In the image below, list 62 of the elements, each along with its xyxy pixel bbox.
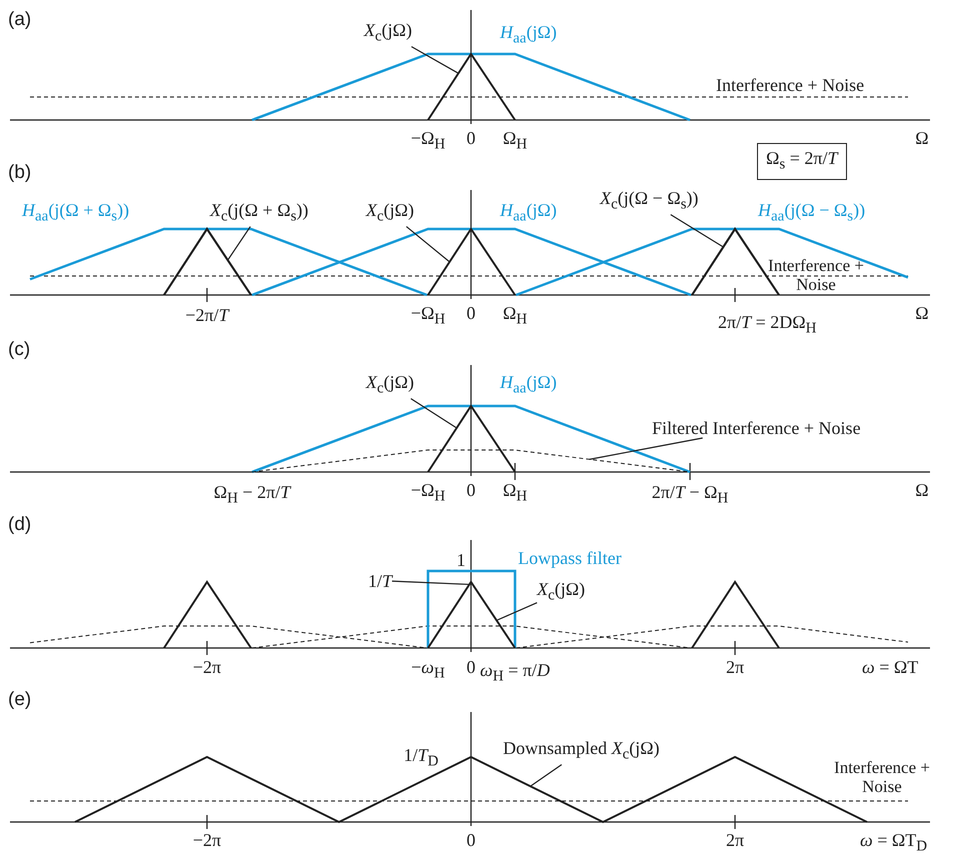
tick-label: Ω$_{H}$ (502, 128, 528, 155)
tick-label: 2π/T − Ω$_{H}$ (652, 482, 728, 509)
annotation-text: Downsampled X$_{c}$(jΩ) (503, 738, 660, 765)
leader-line (392, 580, 470, 586)
tick-label: 0 (466, 303, 476, 323)
leader-line (530, 764, 562, 787)
spectrum-label: X$_{c}$(jΩ) (364, 20, 412, 47)
tick-label: 2π (726, 657, 744, 677)
panel-label: (c) (8, 340, 30, 360)
filter-label: H$_{aa}$(j(Ω + Ω$_{s}$)) (22, 200, 130, 227)
tick-label: 0 (466, 128, 476, 148)
filter-label: Lowpass filter (518, 548, 622, 568)
tick-label: −2π/T (185, 305, 229, 325)
tick-label: Ω$_{H}$ − 2π/T (214, 482, 290, 509)
spectrum-label: X$_{c}$(jΩ) (366, 200, 414, 227)
tick-label: −ω$_{H}$ (411, 657, 445, 684)
axis-label: ω = ΩT$_{D}$ (860, 830, 928, 854)
panel-label: (a) (8, 10, 32, 30)
noise-label: Interference + Noise (716, 75, 864, 95)
tick-label: 2π/T = 2DΩ$_{H}$ (718, 312, 816, 339)
tick-label: −Ω$_{H}$ (410, 303, 446, 330)
tick-label: 0 (466, 830, 476, 850)
spectrum-label: X$_{c}$(j(Ω + Ω$_{s}$)) (210, 200, 308, 227)
leader-line (670, 214, 724, 248)
noise-level-line (252, 450, 690, 472)
axis-label: Ω (915, 303, 929, 323)
filter-label: H$_{aa}$(jΩ) (500, 22, 557, 49)
leader-line (227, 226, 251, 260)
leader-line (589, 437, 703, 460)
spectrum-label: X$_{c}$(jΩ) (366, 372, 414, 399)
tick-label: −2π (192, 830, 222, 850)
spectrum-label: 1/T (368, 571, 392, 591)
tick-label: ω$_{H}$ = π/D (480, 660, 550, 687)
amplitude-label: 1 (456, 550, 466, 570)
axis-label: Ω (915, 128, 929, 148)
annotation-text: Filtered Interference + Noise (652, 418, 861, 438)
tick-label: 2π (726, 830, 744, 850)
tick-label: 0 (466, 480, 476, 500)
spectrum-label: X$_{c}$(jΩ) (537, 579, 586, 606)
panel-label: (e) (8, 690, 32, 710)
tick-label: −Ω$_{H}$ (410, 128, 446, 155)
amplitude-label: 1/T$_{D}$ (404, 745, 438, 772)
leader-line (410, 398, 458, 428)
axis-label: ω = ΩT (862, 657, 918, 677)
tick-label: −Ω$_{H}$ (410, 480, 446, 507)
panel-label: (b) (8, 163, 32, 183)
tick-label: 0 (466, 657, 476, 677)
tick-label: −2π (192, 657, 222, 677)
noise-label: Interference + Noise (767, 256, 865, 294)
filter-label: H$_{aa}$(jΩ) (500, 372, 557, 399)
axis-label: Ω (915, 480, 929, 500)
tick-label: Ω$_{H}$ (502, 480, 528, 507)
formula-box: Ω$_{s}$ = 2π/T (757, 143, 846, 180)
spectrum-label: X$_{c}$(j(Ω − Ω$_{s}$)) (600, 188, 698, 215)
filter-label: H$_{aa}$(jΩ) (500, 200, 557, 227)
leader-line (411, 46, 459, 74)
leader-line (406, 226, 450, 262)
leader-line (496, 602, 538, 621)
filter-label: H$_{aa}$(j(Ω − Ω$_{s}$)) (758, 200, 866, 227)
tick-label: Ω$_{H}$ (502, 303, 528, 330)
noise-label: Interference + Noise (833, 758, 931, 796)
panel-label: (d) (8, 515, 32, 535)
